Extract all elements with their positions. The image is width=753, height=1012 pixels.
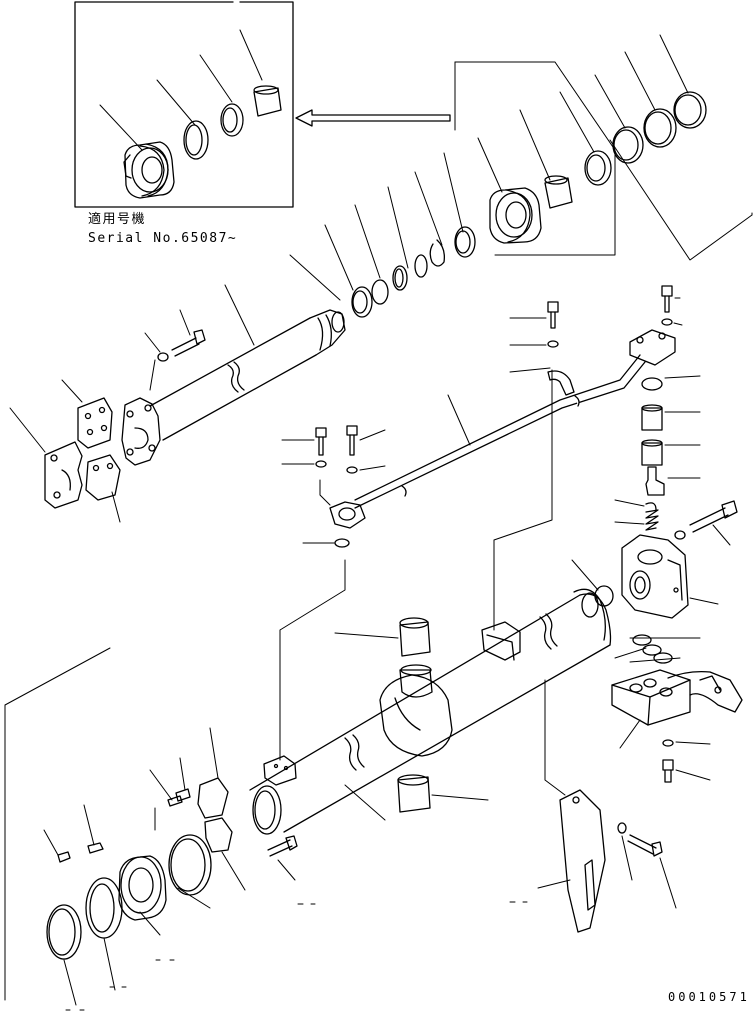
leaders-valve-block [571,524,731,605]
inset-caption-japanese: 適用号機 [88,212,147,227]
rings-diagonal [351,226,476,318]
label-dashes [65,901,528,1011]
leaders-end [43,727,296,1006]
valve-parts [641,377,665,531]
leaders-valve [614,375,701,525]
valve-block [594,500,738,619]
bushings [397,617,431,813]
leaders-tube [4,369,566,1001]
pipe-line [329,329,676,529]
seal-set-upper [489,91,707,244]
drawing-number: 00010571 [668,990,750,1004]
inset-ring-1 [183,120,209,160]
inset-ring-2 [220,103,244,137]
inset-caption-serial: Serial No.65087~ [88,231,238,246]
cylinder-tube [249,588,612,835]
arrow-left-icon [295,109,451,127]
end-parts [46,777,298,960]
stay-bracket [559,789,663,933]
leaders-pipe [281,297,683,544]
leaders-junction [614,637,711,781]
leaders-upper-right [289,34,689,301]
piston-rod [121,309,346,466]
pipe-bolts [315,285,673,548]
junction-block [611,634,743,783]
inset-bushing [253,85,282,117]
split-flange [44,397,121,509]
leaders-stay [537,835,677,909]
leaders-left-upper [9,284,255,523]
inset-leaders [99,29,263,151]
rod-bolt [157,329,206,362]
inset-piston [123,141,175,199]
inset-box [74,1,294,208]
